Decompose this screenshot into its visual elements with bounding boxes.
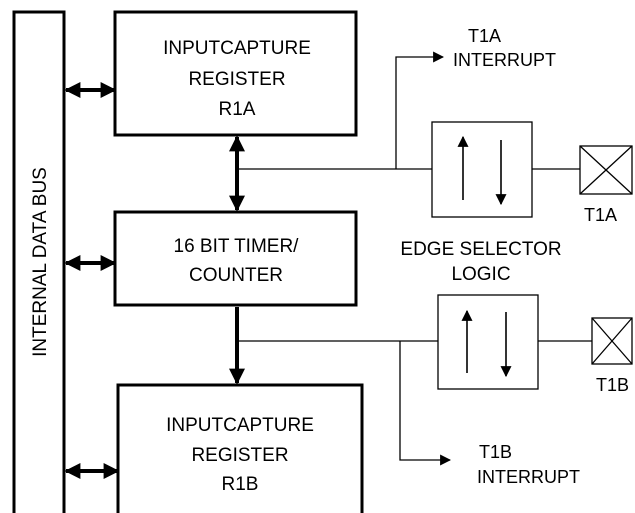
pin-t1b-icon [591, 317, 633, 365]
edge-selector-label-line2: LOGIC [451, 264, 510, 285]
bus-label: INTERNAL DATA BUS [30, 167, 51, 357]
t1a-interrupt-line [395, 51, 445, 169]
r1b-line1: INPUTCAPTURE [166, 415, 314, 436]
t1a-interrupt-line2: INTERRUPT [453, 50, 556, 70]
t1b-interrupt-line [399, 341, 452, 466]
r1b-line2: REGISTER [191, 445, 288, 466]
r1a-line1: INPUTCAPTURE [163, 38, 311, 59]
pin-t1a-icon [579, 145, 633, 195]
timer-line1: 16 BIT TIMER/ [174, 236, 300, 257]
timer-line2: COUNTER [189, 265, 283, 286]
edge-selector-label-line1: EDGE SELECTOR [400, 239, 561, 260]
pin-t1a-label: T1A [584, 205, 617, 225]
edge-selector-a [431, 121, 533, 218]
internal-data-bus: INTERNAL DATA BUS [12, 10, 66, 513]
pin-t1b-label: T1B [596, 375, 629, 395]
r1b-line3: R1B [222, 474, 259, 495]
input-capture-register-r1b: INPUTCAPTURE REGISTER R1B [116, 383, 364, 513]
t1b-interrupt-line1: T1B [479, 442, 512, 462]
r1a-line2: REGISTER [188, 69, 285, 90]
t1b-interrupt-line2: INTERRUPT [477, 467, 580, 487]
timer-counter-block: 16 BIT TIMER/ COUNTER [113, 210, 358, 307]
edge-selector-b [437, 294, 539, 390]
t1a-interrupt-line1: T1A [468, 26, 501, 46]
r1a-line3: R1A [219, 99, 256, 120]
input-capture-register-r1a: INPUTCAPTURE REGISTER R1A [113, 10, 358, 137]
